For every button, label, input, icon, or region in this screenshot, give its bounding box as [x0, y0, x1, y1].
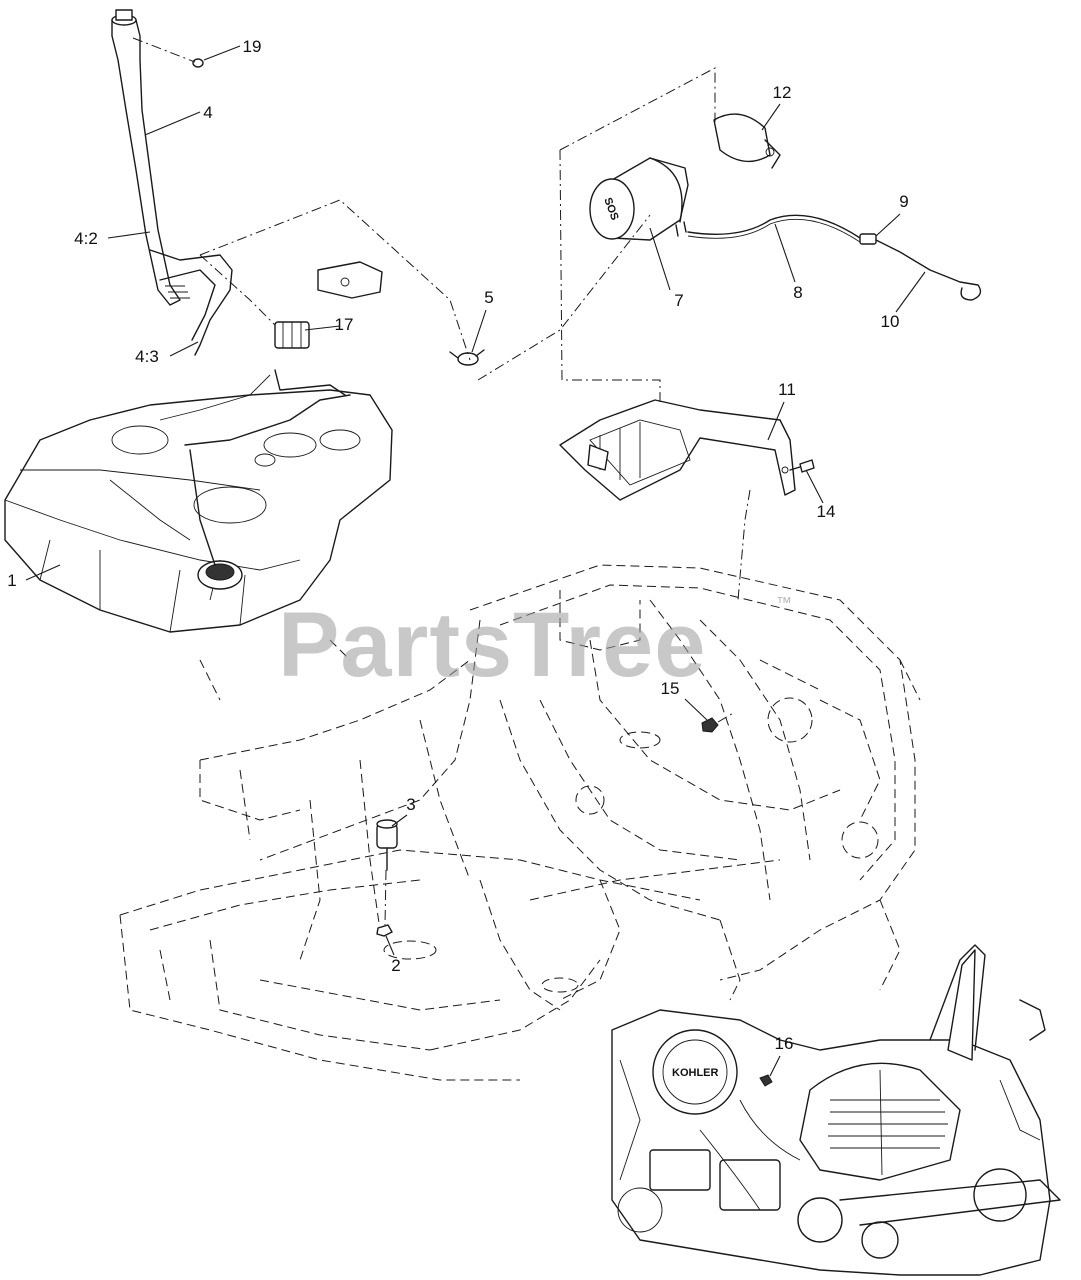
- callout-c19[interactable]: 19: [243, 37, 262, 56]
- watermark: PartsTree ™: [278, 594, 792, 696]
- callout-c12[interactable]: 12: [773, 83, 792, 102]
- callout-c9[interactable]: 9: [899, 192, 908, 211]
- screw-14: [789, 459, 815, 473]
- bumper-3: [376, 819, 398, 871]
- callout-c16[interactable]: 16: [775, 1034, 794, 1053]
- callout-c14[interactable]: 14: [817, 502, 836, 521]
- callout-c5[interactable]: 5: [484, 288, 493, 307]
- callout-c4-3[interactable]: 4:3: [135, 347, 159, 366]
- filler-tube: [111, 9, 233, 356]
- tank-bracket: [317, 261, 383, 299]
- assembly-centerlines: [132, 37, 751, 926]
- canister-bracket: [559, 399, 796, 501]
- callout-c17[interactable]: 17: [335, 315, 354, 334]
- canister-strap: [713, 113, 781, 169]
- callout-c8[interactable]: 8: [793, 283, 802, 302]
- callout-c15[interactable]: 15: [661, 679, 680, 698]
- callout-c4[interactable]: 4: [203, 103, 212, 122]
- callout-labels: 19 4 4:2 4:3 17 5 1 12 9 7 8 10 11 14 15 3 2 16: [7, 37, 908, 1053]
- bolt-19: [192, 58, 204, 68]
- nut-15: [701, 717, 719, 733]
- callout-c1[interactable]: 1: [7, 571, 16, 590]
- fuel-tank: [4, 369, 393, 633]
- callout-c2[interactable]: 2: [391, 956, 400, 975]
- callout-c10[interactable]: 10: [881, 312, 900, 331]
- callout-c3[interactable]: 3: [406, 795, 415, 814]
- vent-hoses: [687, 214, 982, 301]
- callout-c11[interactable]: 11: [778, 380, 796, 399]
- engine-brand-label: KOHLER: [672, 1067, 719, 1079]
- nut-2: [376, 924, 393, 937]
- watermark-text: PartsTree: [278, 594, 706, 696]
- leader-lines: [25, 45, 926, 1077]
- engine-assembly: KOHLER: [611, 944, 1061, 1276]
- watermark-trademark: ™: [776, 595, 792, 612]
- callout-c4-2[interactable]: 4:2: [74, 229, 98, 248]
- chassis-frame: [119, 564, 921, 1081]
- carbon-canister: SOS: [589, 157, 689, 241]
- callout-c7[interactable]: 7: [674, 291, 683, 310]
- rollover-valve: [274, 321, 310, 349]
